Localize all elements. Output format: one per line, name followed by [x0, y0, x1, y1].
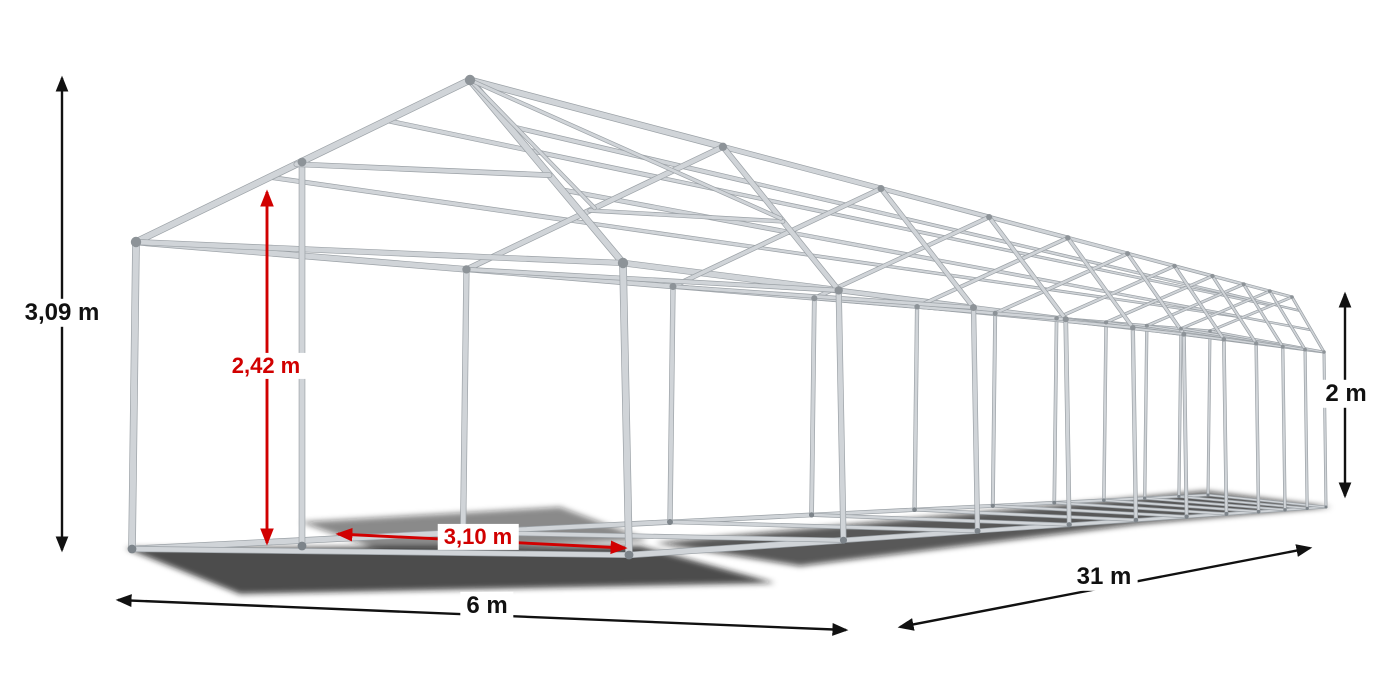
frame-connectors: [127, 74, 1328, 560]
dim-label-clear-height: 2,42 m: [225, 352, 307, 380]
dim-label-bay-spacing: 3,10 m: [437, 523, 519, 551]
tent-frame-graphic: [125, 74, 1332, 594]
dim-label-width: 6 m: [460, 591, 514, 621]
frame-longitudinal-members: [128, 76, 1328, 559]
frame-arches: [128, 76, 1328, 559]
dim-label-length: 31 m: [1070, 562, 1138, 592]
dim-label-rear-height: 2 m: [1319, 379, 1373, 409]
dim-label-total-height: 3,09 m: [18, 298, 106, 328]
